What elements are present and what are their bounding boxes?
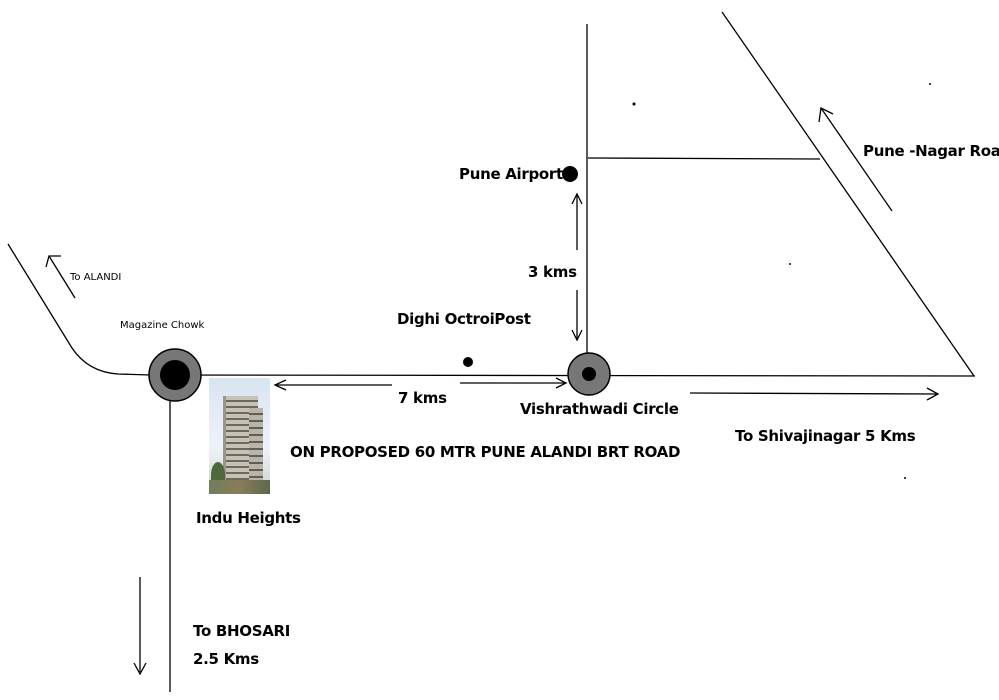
dighi-octroi-dot — [463, 357, 473, 367]
three-kms-label: 3 kms — [528, 263, 577, 281]
seven-kms-label: 7 kms — [398, 389, 447, 407]
pune-nagar-arrow — [818, 107, 893, 212]
building-wing — [249, 408, 263, 488]
magazine-chowk-marker — [148, 348, 202, 402]
to-shivajinagar-arrow — [689, 387, 940, 401]
to-alandi-arrow — [45, 255, 76, 299]
vishrathwadi-circle-marker — [567, 352, 611, 396]
dighi-octroi-post-label: Dighi OctroiPost — [397, 310, 531, 328]
indu-heights-label: Indu Heights — [196, 509, 301, 527]
pune-airport-dot — [562, 166, 578, 182]
bhosari-distance-label: 2.5 Kms — [193, 650, 259, 668]
seven-kms-arrow — [273, 377, 568, 391]
pune-airport-label: Pune Airport — [459, 165, 563, 183]
to-bhosari-arrow — [133, 577, 147, 676]
building-base — [209, 480, 270, 494]
three-kms-arrow — [571, 192, 583, 342]
to-bhosari-label: To BHOSARI — [193, 622, 291, 640]
magazine-chowk-label: Magazine Chowk — [120, 320, 205, 331]
pune-nagar-road-label: Pune -Nagar Road — [863, 142, 999, 160]
proposed-road-label: ON PROPOSED 60 MTR PUNE ALANDI BRT ROAD — [290, 443, 681, 461]
indu-heights-photo — [209, 378, 270, 494]
vishrathwadi-circle-label: Vishrathwadi Circle — [520, 400, 679, 418]
airport-branch-road — [587, 157, 821, 160]
alandi-road — [7, 243, 151, 376]
pune-nagar-road — [721, 11, 975, 377]
to-shivajinagar-label: To Shivajinagar 5 Kms — [735, 427, 916, 445]
main-road — [149, 374, 976, 377]
to-alandi-label: To ALANDI — [70, 272, 122, 283]
